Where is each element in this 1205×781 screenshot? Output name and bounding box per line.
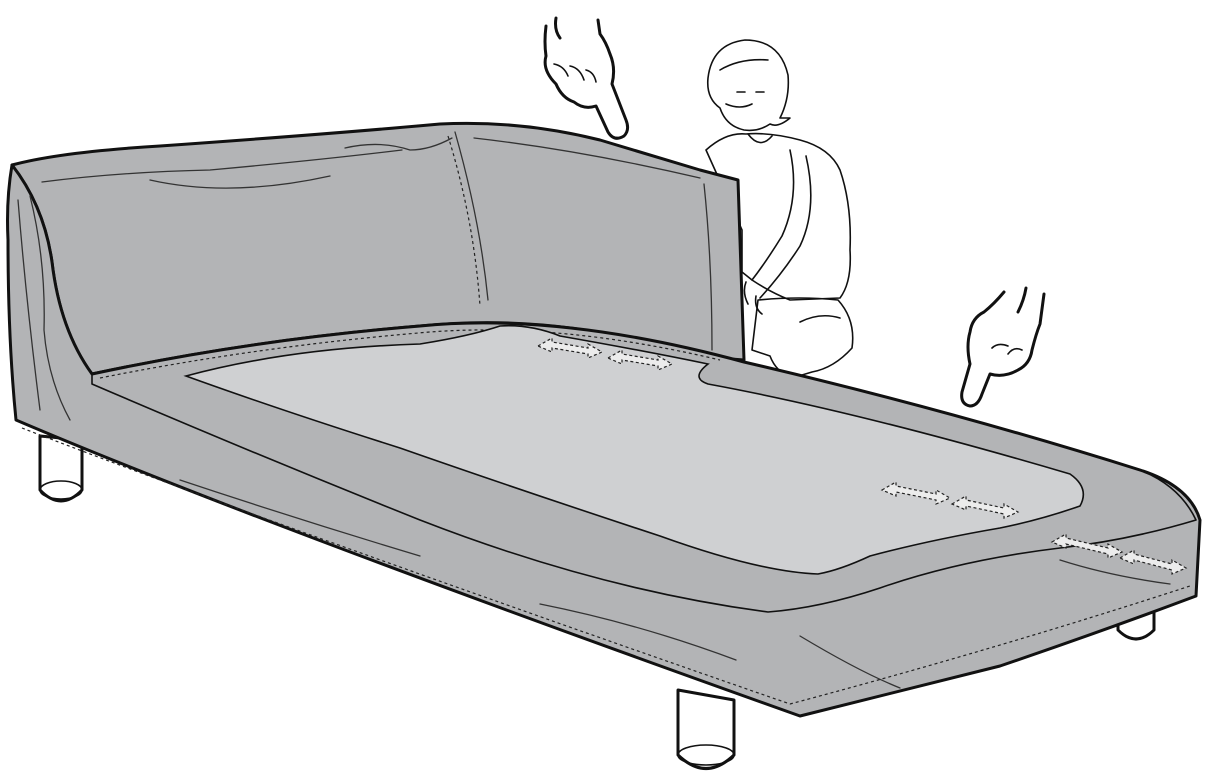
leg-front-right — [678, 690, 734, 769]
hand-smooth-gesture-icon — [962, 288, 1044, 406]
hand-smooth-gesture-icon — [545, 18, 628, 138]
